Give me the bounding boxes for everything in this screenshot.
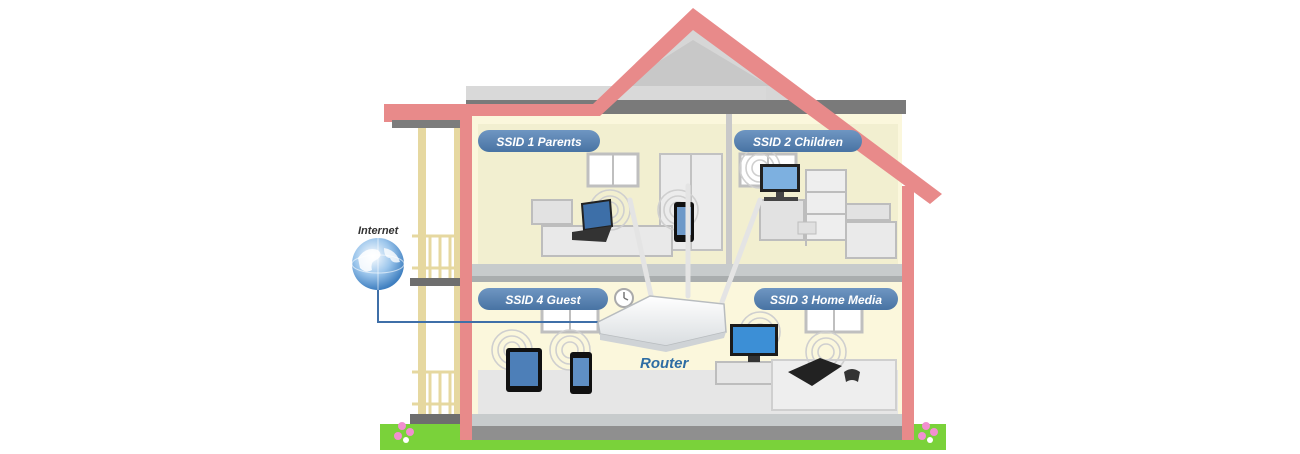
game-console-icon — [788, 358, 860, 386]
flower-icon — [918, 422, 938, 443]
router-icon — [597, 183, 763, 352]
internet-cable — [377, 282, 604, 323]
smartphone-icon — [570, 352, 592, 394]
ssid-2-label: SSID 2 Children — [753, 135, 843, 149]
ssid-4-pill: SSID 4 Guest — [478, 288, 608, 310]
smartphone-icon — [674, 202, 694, 242]
house — [384, 8, 942, 440]
ssid-3-pill: SSID 3 Home Media — [754, 288, 898, 310]
globe-icon — [351, 238, 405, 290]
balcony — [384, 104, 466, 424]
laptop-icon — [572, 198, 614, 242]
ssid-3-label: SSID 3 Home Media — [770, 293, 882, 307]
ssid-2-pill: SSID 2 Children — [734, 130, 862, 152]
ssid-4-label: SSID 4 Guest — [505, 293, 581, 307]
flower-icon — [394, 422, 414, 443]
tv-icon — [730, 324, 778, 362]
ssid-1-pill: SSID 1 Parents — [478, 130, 600, 152]
clock-icon — [614, 288, 634, 308]
tablet-icon — [506, 348, 542, 392]
ssid-1-label: SSID 1 Parents — [496, 135, 582, 149]
monitor-icon — [760, 164, 800, 201]
router-label: Router — [640, 355, 689, 372]
internet-label: Internet — [358, 225, 400, 237]
